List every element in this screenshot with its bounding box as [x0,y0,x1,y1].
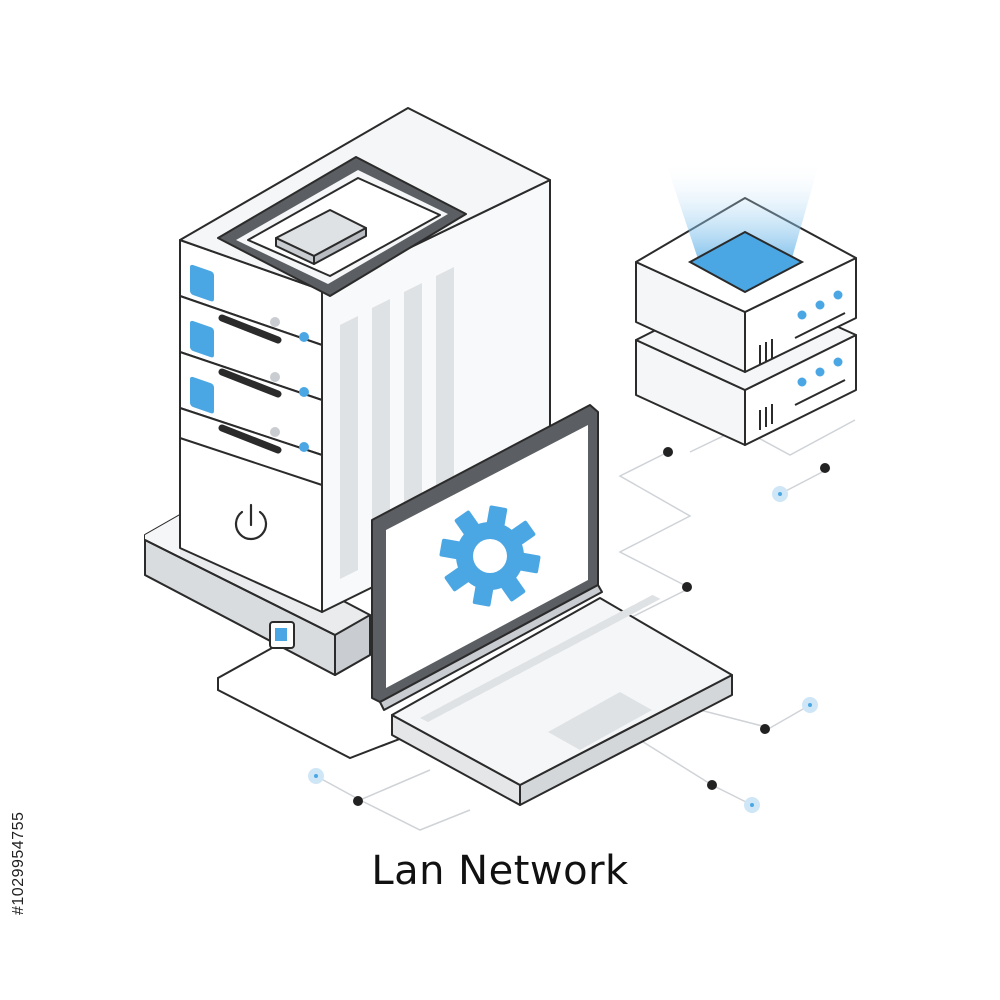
stock-id: #1029954755 [10,811,27,915]
power-icon [234,503,268,541]
storage-details [759,290,846,430]
ethernet-port-icon [269,621,295,649]
light-beam [665,160,820,265]
keyboard-key [540,646,563,659]
keyboard-key [481,677,505,690]
drive-bay-details [190,264,309,454]
laptop-keyboard [420,594,661,722]
keyboard-key [559,636,583,649]
caption-title: Lan Network [371,848,629,894]
keyboard-key [501,667,524,679]
lan-cable [217,647,411,760]
storage-screen [687,230,805,294]
network-nodes [308,447,830,813]
keyboard-key [618,605,641,618]
keyboard-key [637,594,661,607]
keyboard-key [598,615,622,628]
laptop-touchpad [548,692,652,750]
keyboard-key [579,625,602,638]
keyboard-key [520,656,544,669]
keyboard-key [462,687,485,700]
gear-icon [439,505,541,607]
